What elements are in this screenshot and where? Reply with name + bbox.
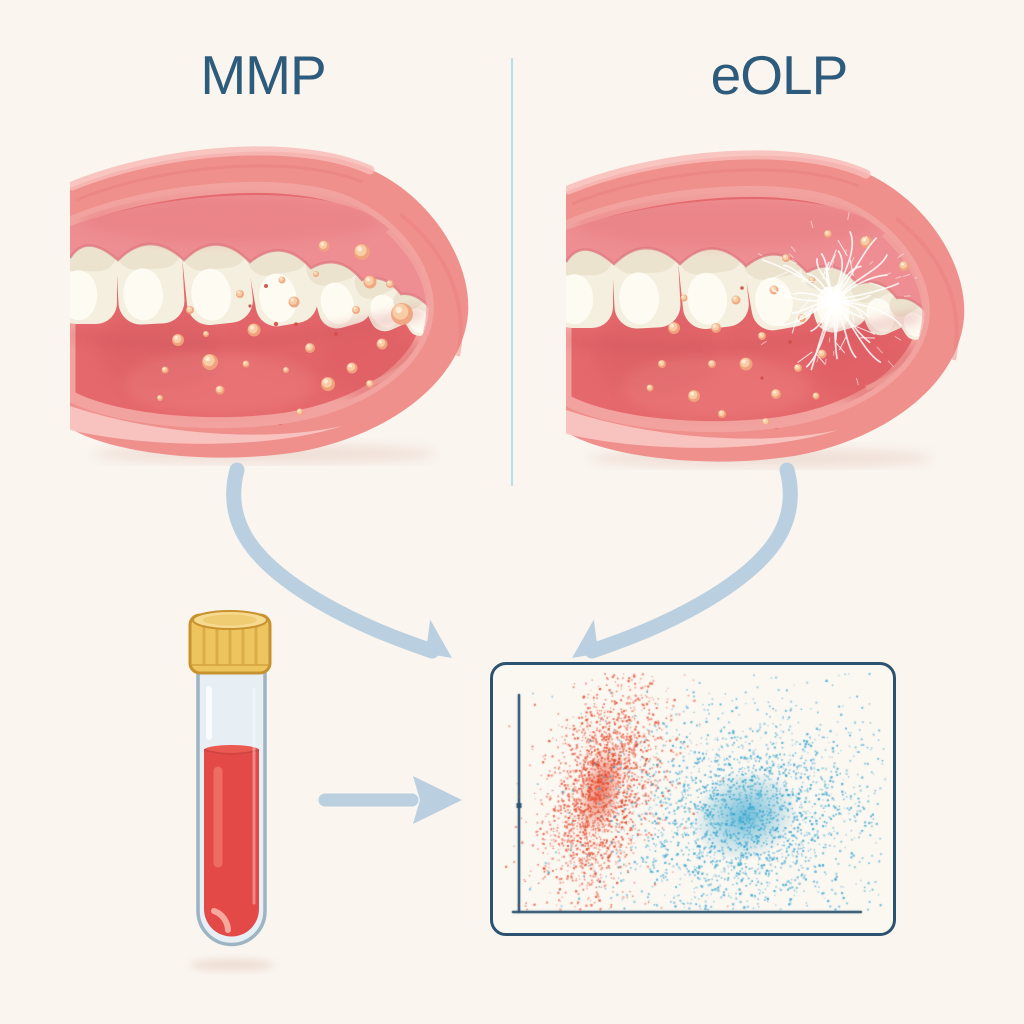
- scatter-plot-panel: [490, 662, 896, 936]
- mouth-illustration-eolp: [566, 150, 965, 467]
- panel-title-eolp: eOLP: [710, 44, 849, 106]
- eolp-to-sample-arrow-icon: [572, 462, 798, 659]
- mouth-illustration-mmp: [70, 146, 469, 463]
- panel-title-mmp: MMP: [200, 44, 326, 106]
- panel-divider: [511, 58, 513, 486]
- scatter-plot-canvas: [493, 665, 893, 933]
- tube-to-plot-arrow-icon: [318, 776, 462, 824]
- blood-tube-illustration: [188, 610, 274, 971]
